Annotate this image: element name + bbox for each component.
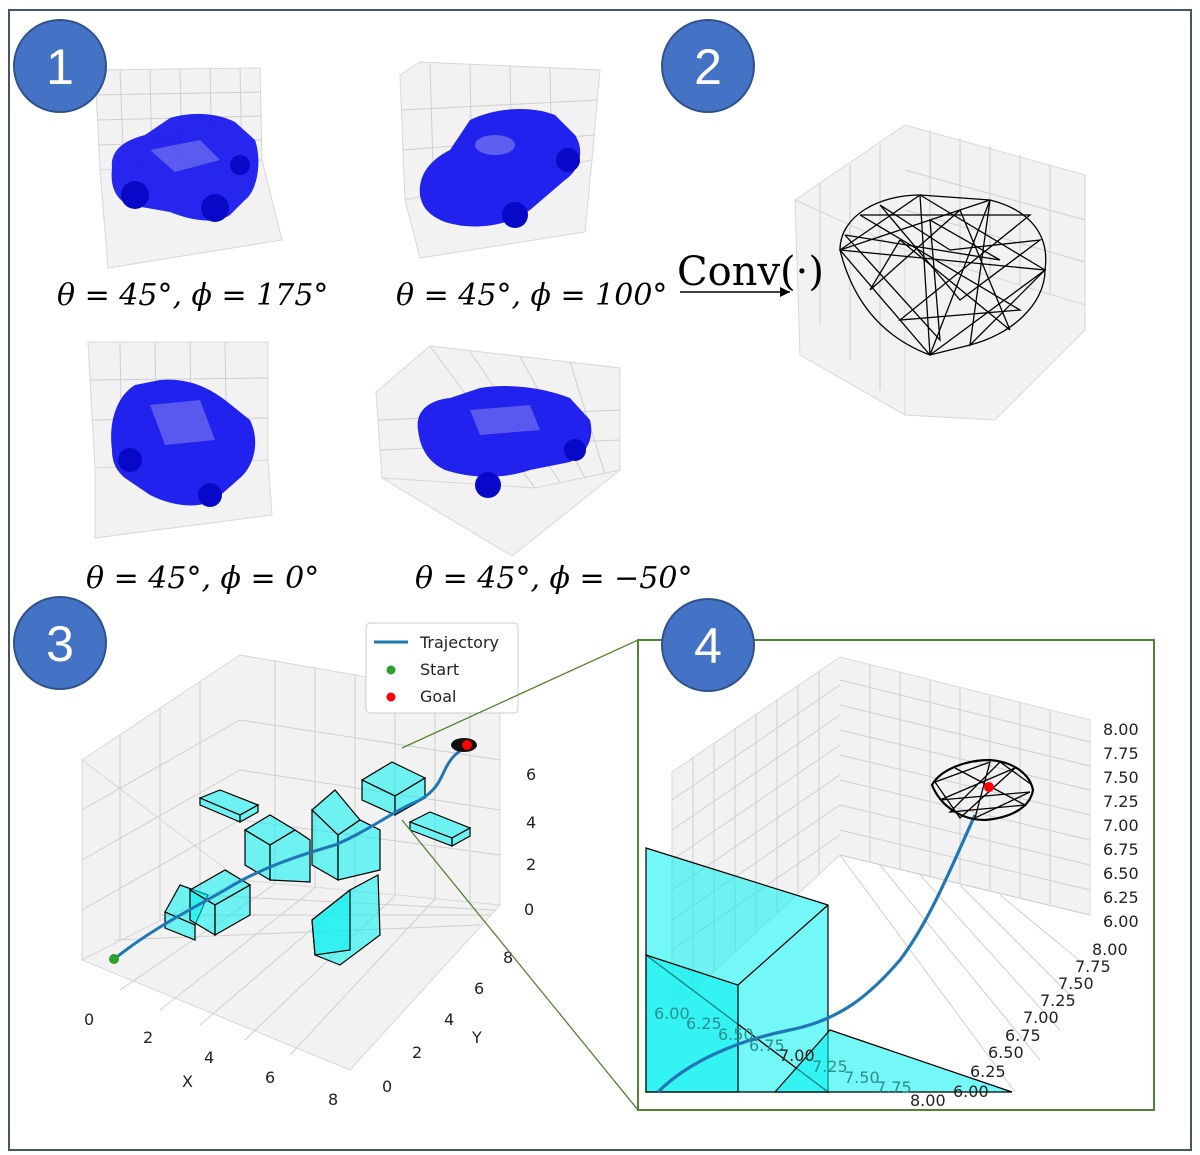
y-tick: 7.75 [1075,957,1111,976]
x-axis-ticks: 0 2 4 6 8 X [84,1010,338,1109]
zoom-trajectory-line [656,814,977,1094]
badge-3: 3 [13,596,107,690]
z-axis-ticks: 6 4 2 0 [524,765,536,919]
x-tick: 2 [143,1028,153,1047]
y-axis-label: Y [471,1028,482,1047]
y-tick: 8.00 [1092,940,1128,959]
badge-4-label: 4 [694,618,722,674]
x-tick: 7.75 [876,1078,912,1097]
view-label-100: θ = 45°, ϕ = 100° [396,278,667,313]
y-tick: 2 [412,1043,422,1062]
legend: Trajectory Start Goal [365,622,519,714]
x-tick: 7.00 [779,1046,815,1065]
obstacles [164,761,472,966]
z-tick: 4 [526,813,536,832]
y-axis-ticks: 0 2 4 6 8 Y [382,948,513,1096]
conv-operator-label: Conv(·) [677,249,824,295]
z-tick: 6.00 [1103,912,1139,931]
x-tick: 8 [328,1090,338,1109]
point-cloud-view-neg50 [375,345,621,557]
arrow-head-icon [780,287,790,297]
y-tick: 6 [474,979,484,998]
y-tick: 0 [382,1077,392,1096]
y-tick: 7.50 [1058,974,1094,993]
view-label-neg50: θ = 45°, ϕ = −50° [415,561,693,596]
y-tick: 8 [503,948,513,967]
z-tick: 7.75 [1103,744,1139,763]
x-tick: 6.25 [686,1014,722,1033]
legend-goal-swatch [386,692,396,702]
x-tick: 6.00 [654,1004,690,1023]
zoom-y-ticks: 8.00 7.75 7.50 7.25 7.00 6.75 6.50 6.25 … [953,940,1128,1101]
legend-box [365,622,519,714]
panel-2: Conv(·) [677,124,1086,421]
zoom-obstacle-face [645,954,739,1093]
x-tick: 7.25 [812,1057,848,1076]
z-tick: 0 [524,900,534,919]
badge-2-label: 2 [694,39,722,95]
point-cloud-view-175 [94,67,283,269]
badge-2: 2 [661,19,755,113]
y-tick: 4 [444,1010,454,1029]
y-tick: 7.25 [1040,991,1076,1010]
z-tick: 2 [526,855,536,874]
z-tick: 6.50 [1103,864,1139,883]
x-tick: 7.50 [844,1068,880,1087]
y-tick: 6.75 [1005,1026,1041,1045]
zoom-z-ticks: 8.00 7.75 7.50 7.25 7.00 6.75 6.50 6.25 … [1103,720,1139,931]
z-tick: 8.00 [1103,720,1139,739]
panel-1: θ = 45°, ϕ = 175° θ = 45°, ϕ = 100° θ = … [57,61,693,596]
zoom-goal-marker [984,782,994,792]
panel-3: 6 4 2 0 0 2 4 6 8 X 0 2 4 6 8 Y Trajecto… [80,622,536,1109]
z-tick: 7.25 [1103,792,1139,811]
convex-hull-mesh [838,193,1047,356]
legend-start-swatch [386,665,396,675]
legend-trajectory-label: Trajectory [419,633,499,652]
x-tick: 8.00 [910,1091,946,1110]
legend-goal-label: Goal [420,687,456,706]
zoom-connector-bottom [401,819,639,1111]
badge-1: 1 [13,19,107,113]
zoom-x-ticks: 6.00 6.25 6.50 6.75 7.00 7.25 7.50 7.75 [654,1004,912,1097]
badge-3-label: 3 [46,616,74,672]
point-cloud-view-0 [87,341,273,539]
goal-marker [462,740,472,750]
view-label-175: θ = 45°, ϕ = 175° [57,278,328,313]
x-tick: 6 [265,1068,275,1087]
z-tick: 6.25 [1103,888,1139,907]
y-tick: 6.25 [970,1062,1006,1081]
zoom-obstacle-face [773,1029,1013,1093]
x-axis-label: X [182,1072,193,1091]
y-tick: 6.50 [988,1043,1024,1062]
z-tick: 6 [526,765,536,784]
badge-4: 4 [661,598,755,692]
zoom-goal-hull-mesh [930,758,1035,822]
badge-1-label: 1 [46,39,74,95]
z-tick: 7.50 [1103,768,1139,787]
panel-4: 8.00 7.75 7.50 7.25 7.00 6.75 6.50 6.25 … [637,639,1155,1111]
y-tick: 7.00 [1023,1008,1059,1027]
trajectory-line [112,743,468,962]
z-tick: 7.00 [1103,816,1139,835]
point-cloud-view-100 [399,61,601,259]
x-tick: 4 [204,1048,214,1067]
x-tick: 6.50 [718,1025,754,1044]
view-label-0: θ = 45°, ϕ = 0° [86,561,319,596]
z-tick: 6.75 [1103,840,1139,859]
x-tick: 6.75 [749,1036,785,1055]
start-marker [109,954,119,964]
x-tick: 0 [84,1010,94,1029]
y-tick: 6.00 [953,1082,989,1101]
zoom-connector-top [401,639,639,749]
legend-start-label: Start [420,660,459,679]
